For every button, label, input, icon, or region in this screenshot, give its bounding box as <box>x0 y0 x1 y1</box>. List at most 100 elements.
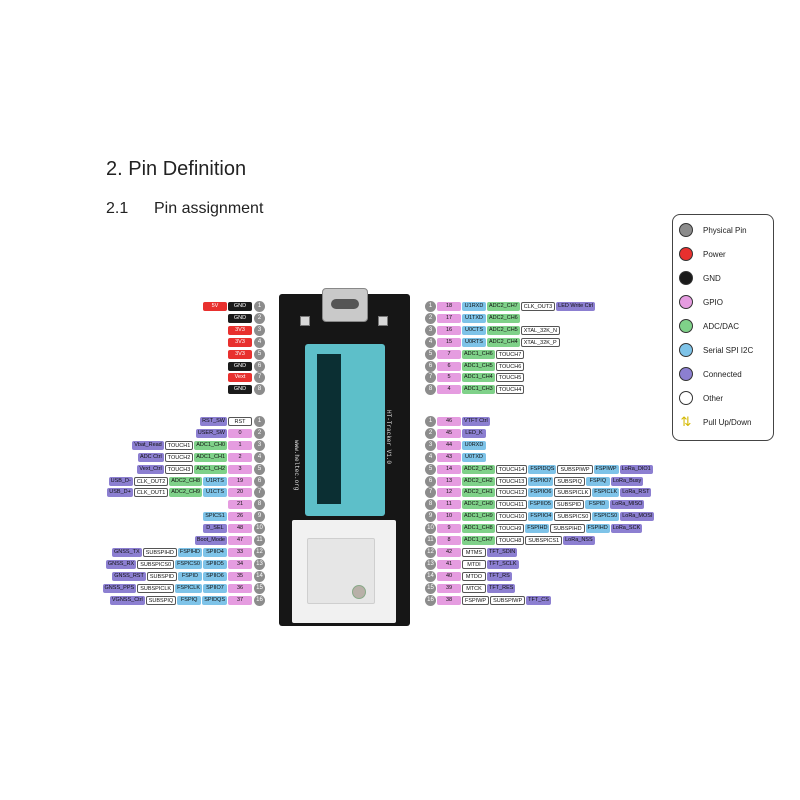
pin-function-tag: 10 <box>437 512 461 522</box>
pin-function-tag: ADC1_CH5 <box>462 361 495 371</box>
physical-pin: 13 <box>425 558 436 570</box>
pin-function-tag: 18 <box>437 302 461 311</box>
pin-function-tag: 12 <box>437 488 461 498</box>
pin-function-tag: FSPICLK <box>592 488 620 498</box>
physical-pin: 2 <box>425 312 436 324</box>
pin-function-tag: 15 <box>437 337 461 347</box>
pin-function-tag: TOUCH6 <box>495 361 525 371</box>
pin-function-tag: LoRa_Busy <box>610 476 644 486</box>
pin-function-tag: U1RXD <box>462 302 486 311</box>
pin-function-tag: TOUCH9 <box>495 524 525 534</box>
pin-function-tag: TOUCH14 <box>495 464 528 474</box>
physical-pin: 7 <box>425 372 436 384</box>
pin-function-tag: ADC2_CH5 <box>487 325 520 335</box>
pin-function-tag: USER_SW <box>195 428 227 438</box>
pin-function-tag: LoRa_SCK <box>610 524 643 534</box>
pin-function-tag: TOUCH3 <box>164 464 194 474</box>
pin-function-tag: ADC Ctrl <box>138 452 164 462</box>
physical-pin: 10 <box>425 523 436 535</box>
legend-label: GND <box>703 273 721 283</box>
pin-function-tag: TOUCH4 <box>495 385 525 395</box>
pin-function-tag: 35 <box>228 571 252 581</box>
pin-function-tag: 16 <box>437 325 461 335</box>
pin-function-tag: ADC2_CH9 <box>169 488 202 498</box>
physical-pin: 3 <box>425 439 436 451</box>
physical-pin: 5 <box>425 463 436 475</box>
physical-pin: 8 <box>254 384 265 396</box>
pin-function-tag: 46 <box>437 417 461 426</box>
physical-pin: 5 <box>425 348 436 360</box>
pin-function-tag: ADC2_CH0 <box>462 500 495 510</box>
subsection-label: Pin assignment <box>154 200 264 217</box>
pin-function-tag: SUBSPIWP <box>557 464 593 474</box>
pin-function-tag: TFT_CS <box>526 595 551 605</box>
pin-function-tag: U1RTS <box>203 476 227 486</box>
pin-function-tag: LoRa_NSS <box>563 536 595 545</box>
legend-swatch <box>679 223 693 237</box>
pin-function-tag: ADC2_CH1 <box>462 488 495 498</box>
pin-function-tag: 45 <box>437 428 461 438</box>
pin-function-tag: GND <box>228 313 252 323</box>
pin-function-tag: 42 <box>437 547 461 557</box>
physical-pin: 8 <box>425 499 436 511</box>
pin-function-tag: MTMS <box>462 547 486 557</box>
pin-function-tag: GNSS_RX <box>105 559 137 569</box>
pin-function-tag: ADC1_CH1 <box>194 452 227 462</box>
pin-function-tag: TOUCH8 <box>495 536 525 545</box>
physical-pin: 12 <box>254 546 265 558</box>
pin-function-tag: TOUCH12 <box>495 488 528 498</box>
pin-function-tag: MTDI <box>462 559 486 569</box>
pin-function-tag: 9 <box>437 524 461 534</box>
usb-c-connector <box>322 288 368 322</box>
legend-label: Power <box>703 249 726 259</box>
pin-function-tag: USB_D- <box>108 476 133 486</box>
pin-function-tag: FSPID <box>585 500 610 510</box>
legend-item: Physical Pin <box>679 223 747 237</box>
pin-function-tag: ADC2_CH2 <box>462 476 495 486</box>
pin-function-tag: 3V3 <box>228 349 252 359</box>
physical-pin: 15 <box>425 582 436 594</box>
pin-function-tag: Vext <box>228 373 252 383</box>
physical-pin: 11 <box>254 535 265 546</box>
pin-function-tag: FSPICLK <box>175 583 202 593</box>
pin-function-tag: GND <box>228 385 252 395</box>
pin-function-tag: 21 <box>228 500 252 510</box>
physical-pin: 13 <box>254 558 265 570</box>
pin-function-tag: 17 <box>437 313 461 323</box>
pin-function-tag: GNSS_PPS <box>102 583 137 593</box>
legend-label: GPIO <box>703 297 724 307</box>
physical-pin: 16 <box>254 594 265 606</box>
pin-function-tag: SPICS1 <box>203 512 227 522</box>
physical-pin: 3 <box>254 324 265 336</box>
pin-function-tag: TFT_RES <box>487 583 516 593</box>
pin-function-tag: 33 <box>228 547 252 557</box>
pin-function-tag: LoRa_DIO1 <box>619 464 653 474</box>
pin-function-tag: RST_SW <box>200 417 227 426</box>
pin-function-tag: U1CTS <box>203 488 227 498</box>
pin-function-tag: LoRa_MISO <box>610 500 645 510</box>
physical-pin: 16 <box>425 594 436 606</box>
pin-function-tag: ADC2_CH7 <box>487 302 520 311</box>
board-url-silkscreen: www.heltec.org <box>293 440 300 491</box>
legend-label: Pull Up/Down <box>703 417 752 427</box>
pin-function-tag: ADC1_CH2 <box>194 464 227 474</box>
pin-function-tag: RST <box>228 417 252 426</box>
pin-function-tag: 6 <box>437 361 461 371</box>
pin-function-tag: FSPIHD <box>585 524 610 534</box>
pin-function-tag: XTAL_32K_N <box>520 325 560 335</box>
pin-function-tag: ADC2_CH6 <box>487 313 520 323</box>
